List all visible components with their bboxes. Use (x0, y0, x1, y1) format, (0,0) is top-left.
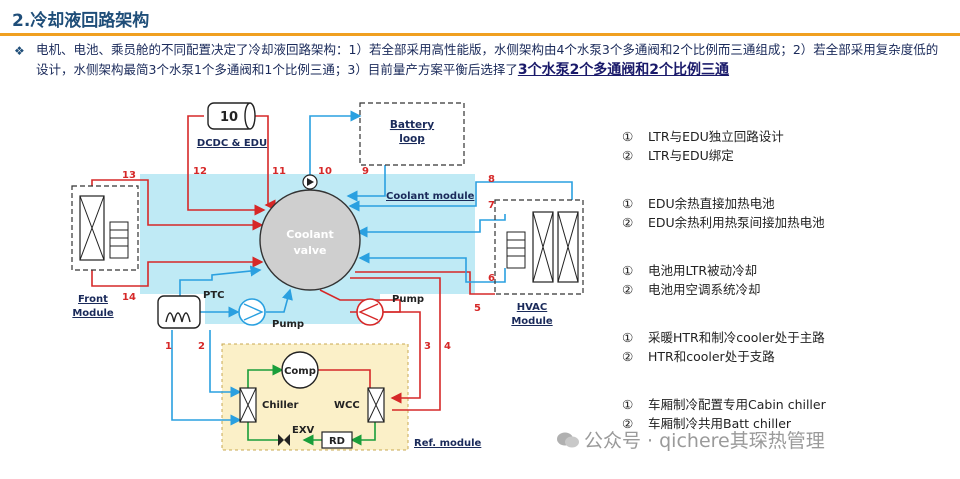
dcdc-cylinder-end (244, 102, 256, 130)
dcdc-number: 10 (220, 110, 238, 125)
port-14: 14 (122, 292, 136, 303)
coolant-module-label: Coolant module (386, 191, 475, 202)
pump-right-label: Pump (392, 294, 424, 305)
pipe-1b (171, 330, 242, 426)
ref-loop-bottom3 (247, 420, 278, 441)
port-3: 3 (424, 341, 431, 352)
ptc-label: PTC (203, 290, 225, 301)
pipe-3b (350, 311, 421, 404)
exv-label: EXV (292, 425, 315, 436)
pipe-2 (209, 330, 242, 398)
pipe-9 (346, 165, 386, 202)
port-7: 7 (488, 200, 495, 211)
rd-icon (321, 431, 353, 449)
pipe-14 (91, 256, 264, 287)
port-13: 13 (122, 170, 136, 181)
pipe-12 (187, 115, 266, 216)
diamond-bullet-icon: ❖ (14, 44, 25, 58)
pipe-8 (348, 181, 573, 212)
ref-loop-red (318, 369, 371, 388)
wechat-icon (557, 432, 579, 448)
battery-loop-box (359, 102, 465, 166)
pump-left-label: Pump (272, 319, 304, 330)
watermark-text: 公众号 · qichere其琛热管理 (584, 430, 825, 452)
pipe-7 (356, 214, 506, 238)
exv-valve-icon (278, 434, 290, 446)
coolant-valve (259, 189, 361, 291)
compressor-icon (281, 351, 319, 389)
pipe-4 (350, 277, 441, 411)
coolant-valve-label-2: valve (294, 244, 327, 257)
pipe-10 (309, 110, 362, 182)
hvac-fan-icon (506, 231, 526, 269)
port-1: 1 (165, 341, 172, 352)
port-12: 12 (193, 166, 207, 177)
ref-loop-green (247, 364, 284, 388)
front-module-box (71, 185, 139, 271)
hvac-label-1: HVAC (517, 302, 548, 313)
ref-loop-bottom (350, 420, 376, 446)
pump-left-icon (238, 298, 266, 326)
rd-label: RD (329, 436, 345, 447)
chiller-label: Chiller (262, 400, 299, 411)
battery-label-1: Battery (390, 119, 434, 131)
port-8: 8 (488, 174, 495, 185)
port-10: 10 (318, 166, 332, 177)
pump-right-icon (356, 298, 384, 326)
wcc-label: WCC (334, 400, 360, 411)
port-11: 11 (272, 166, 286, 177)
pipe-11 (255, 115, 276, 211)
intro-paragraph: 电机、电池、乘员舱的不同配置决定了冷却液回路架构：1）若全部采用高性能版，水侧架… (36, 40, 946, 80)
front-label-2: Module (72, 308, 114, 319)
coolant-valve-label-1: Coolant (286, 228, 333, 241)
ptc-heater-icon (157, 295, 201, 329)
port-6: 6 (488, 273, 495, 284)
port-5: 5 (474, 303, 481, 314)
front-label-1: Front (78, 294, 108, 305)
battery-label-2: loop (399, 133, 425, 145)
pipe-5 (355, 271, 495, 295)
hvac-label-2: Module (511, 316, 553, 327)
port-9: 9 (362, 166, 369, 177)
page-title: 2.冷却液回路架构 (12, 11, 150, 31)
pipe-13 (91, 179, 264, 231)
intro-text: 电机、电池、乘员舱的不同配置决定了冷却液回路架构：1）若全部采用高性能版，水侧架… (36, 42, 939, 77)
hvac-module-box (494, 199, 584, 295)
title-divider (0, 33, 960, 36)
pipe-6 (358, 252, 506, 283)
intro-highlight: 3个水泵2个多通阀和2个比例三通 (517, 62, 730, 78)
pump-left-out (266, 288, 293, 313)
port-2: 2 (198, 341, 205, 352)
ref-module-label: Ref. module (414, 438, 482, 449)
front-fan-icon (109, 221, 129, 259)
port-4: 4 (444, 341, 451, 352)
comp-label: Comp (284, 366, 316, 377)
pipe-1 (179, 265, 262, 300)
watermark: 公众号 · qichere其琛热管理 (556, 426, 825, 453)
dcdc-label: DCDC & EDU (197, 138, 267, 149)
